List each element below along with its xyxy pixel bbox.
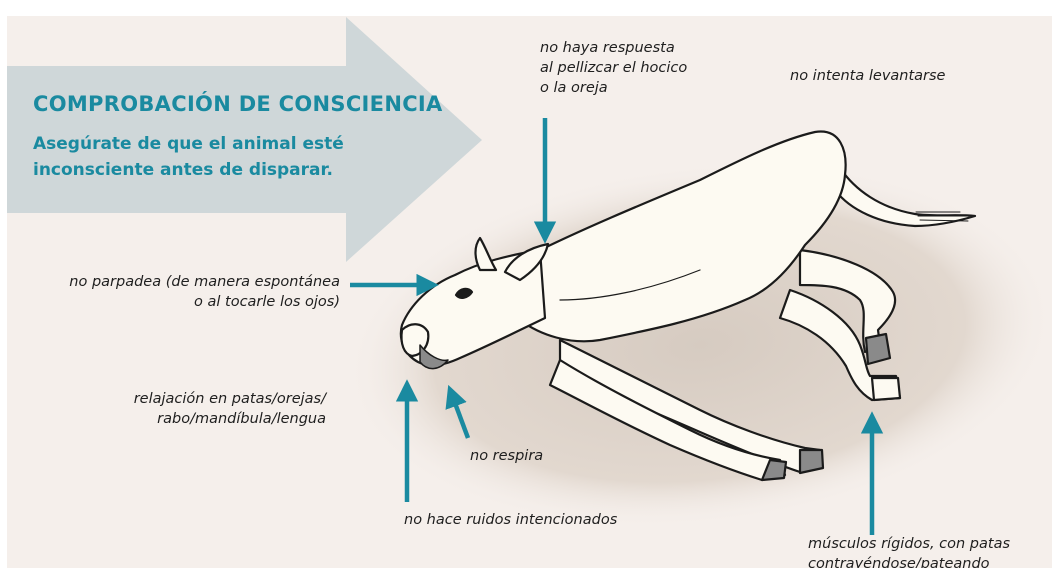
- big-right-arrow-icon: [7, 17, 482, 262]
- label-muscles: músculos rígidos, con patas contrayéndos…: [808, 534, 1010, 568]
- label-line: al pellizcar el hocico: [540, 60, 688, 76]
- label-breath: no respira: [470, 448, 544, 464]
- arrow-breath-icon: [445, 384, 471, 439]
- label-line: o al tocarle los ojos): [194, 294, 340, 310]
- subtitle: Asegúrate de que el animal esté inconsci…: [33, 131, 363, 183]
- subtitle-line: Asegúrate de que el animal esté: [33, 134, 344, 154]
- label-blink: no parpadea (de manera espontánea o al t…: [20, 272, 340, 312]
- label-line: no haya respuesta: [540, 40, 675, 56]
- label-no-stand: no intenta levantarse: [790, 68, 946, 84]
- label-relax: relajación en patas/orejas/ rabo/mandíbu…: [20, 389, 326, 429]
- label-line: o la oreja: [540, 80, 608, 96]
- label-pinch: no haya respuesta al pellizcar el hocico…: [540, 38, 687, 98]
- label-line: rabo/mandíbula/lengua: [157, 411, 326, 427]
- page-title: COMPROBACIÓN DE CONSCIENCIA: [33, 92, 443, 116]
- label-line: contrayéndose/pateando: [808, 556, 990, 568]
- label-line: relajación en patas/orejas/: [133, 391, 326, 407]
- label-noise: no hace ruidos intencionados: [404, 512, 618, 528]
- pointer-arrows: [350, 118, 884, 535]
- label-line: músculos rígidos, con patas: [808, 536, 1011, 552]
- animal-icon: [399, 130, 977, 482]
- label-line: no parpadea (de manera espontánea: [69, 274, 340, 290]
- subtitle-line: inconsciente antes de disparar.: [33, 160, 333, 180]
